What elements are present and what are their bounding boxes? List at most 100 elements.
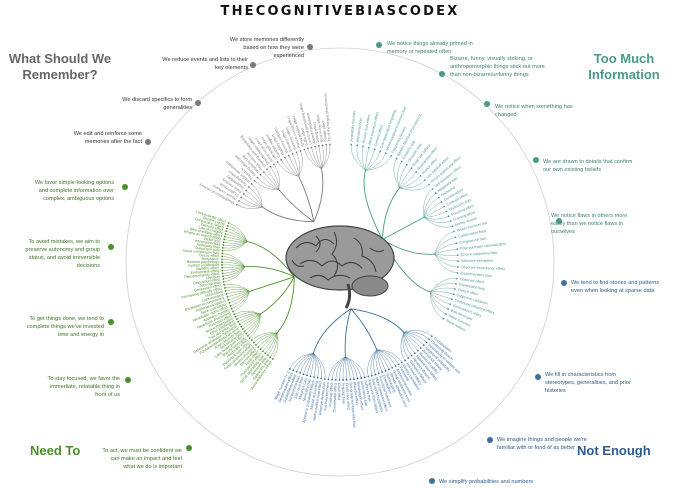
note-store-memories: We store memories differently based on h… (229, 37, 304, 59)
bias-node (331, 378, 333, 381)
branch-twig (365, 155, 392, 171)
bias-node (443, 205, 446, 208)
branch-twig (222, 241, 248, 252)
note-get-things-done: To get things done, we tend to complete … (26, 316, 104, 338)
bias-node (437, 196, 440, 199)
bias-node (362, 145, 364, 148)
branch-twig (226, 230, 248, 242)
bias-node (434, 192, 437, 194)
bias-node (440, 201, 443, 203)
branch-twig (403, 332, 424, 346)
bias-node (405, 163, 408, 166)
branch-twig (313, 353, 326, 380)
bias-label: Status quo bias (195, 246, 220, 252)
bias-node (303, 148, 306, 151)
branch-twig (227, 225, 248, 242)
bias-label: Ambiguity bias (196, 243, 220, 250)
note-dot (108, 244, 114, 250)
branch-twig (376, 349, 396, 367)
branch-twig (423, 192, 436, 218)
branch-twig (270, 166, 279, 190)
bias-node (240, 196, 243, 199)
branch-twig (253, 332, 277, 343)
bias-label: Observer effect (460, 277, 485, 284)
bias-node (455, 242, 458, 245)
bias-label: Reactive devaluation (318, 382, 326, 416)
branch-twig (403, 332, 421, 349)
branch-twig (423, 201, 442, 218)
brain-fold (309, 274, 351, 281)
branch-twig (339, 356, 346, 380)
bias-node (356, 377, 359, 380)
branch-twig (223, 266, 246, 283)
bias-node (325, 143, 328, 146)
branch-twig (241, 197, 263, 208)
branch-twig (258, 332, 278, 348)
bias-label: Cross-race effect (345, 383, 351, 410)
branch-trunk (260, 276, 295, 315)
branch-twig (423, 188, 433, 218)
bias-label: Post-purchase rationalization (460, 242, 507, 251)
bias-label: Testing effect (312, 122, 320, 143)
branch-twig (434, 253, 458, 268)
branch-twig (321, 145, 324, 169)
bias-node (245, 189, 248, 192)
branch-twig (222, 259, 246, 267)
note-dot (429, 478, 435, 484)
branch-twig (373, 349, 377, 375)
branch-twig (434, 253, 458, 262)
branch-twig (251, 183, 263, 208)
bias-node (442, 317, 445, 320)
bias-label: Delmore effect (200, 222, 224, 232)
bias-node (379, 150, 382, 152)
bias-node (224, 290, 227, 292)
branch-twig (225, 233, 248, 242)
bias-node (242, 192, 245, 195)
branch-twig (429, 291, 444, 319)
bias-node (269, 356, 272, 359)
branch-twig (239, 313, 261, 325)
note-dot (376, 42, 382, 48)
bias-label: Normalcy bias (302, 378, 312, 401)
branch-twig (423, 197, 439, 218)
bias-node (391, 366, 394, 369)
bias-node (313, 376, 315, 379)
branch-twig (403, 332, 415, 354)
branch-trunk (312, 308, 352, 354)
heading-too-much-information: Too Much Information (588, 51, 660, 82)
branch-twig (265, 332, 278, 354)
branch-twig (429, 283, 457, 293)
bias-node (456, 266, 459, 268)
bias-node (247, 334, 249, 337)
branch-twig (399, 179, 426, 189)
bias-label: Bandwagon effect (356, 381, 364, 410)
bias-node (456, 248, 459, 251)
bias-label: Framing effect (453, 210, 476, 222)
bias-label: Tip of the tongue phenomenon (323, 93, 331, 142)
bias-label: Ostrich effect (457, 288, 478, 297)
bias-node (221, 269, 224, 272)
note-dot (533, 157, 539, 163)
branch-twig (321, 144, 331, 169)
note-dot (556, 218, 562, 224)
branch-twig (434, 237, 456, 255)
bias-label: Attentional bias (356, 117, 364, 142)
brain-cerebellum (351, 275, 389, 297)
bias-label: Out-group homogeneity bias (349, 382, 357, 428)
branch-twig (299, 353, 314, 374)
bias-node (299, 149, 302, 152)
bias-label: Expectation bias (459, 282, 486, 291)
bias-label: Cheerleader effect (333, 383, 338, 413)
branch-twig (230, 291, 250, 307)
branch-trunk (363, 170, 383, 240)
brain-cerebrum (285, 225, 395, 291)
note-bizarre: Bizarre, funny, visually striking, or an… (450, 56, 545, 78)
bias-node (445, 210, 448, 213)
bias-node (221, 261, 223, 263)
branch-twig (434, 243, 457, 255)
note-dot (484, 101, 490, 107)
bias-node (271, 358, 274, 360)
branch-twig (234, 310, 261, 315)
branch-twig (249, 314, 261, 339)
